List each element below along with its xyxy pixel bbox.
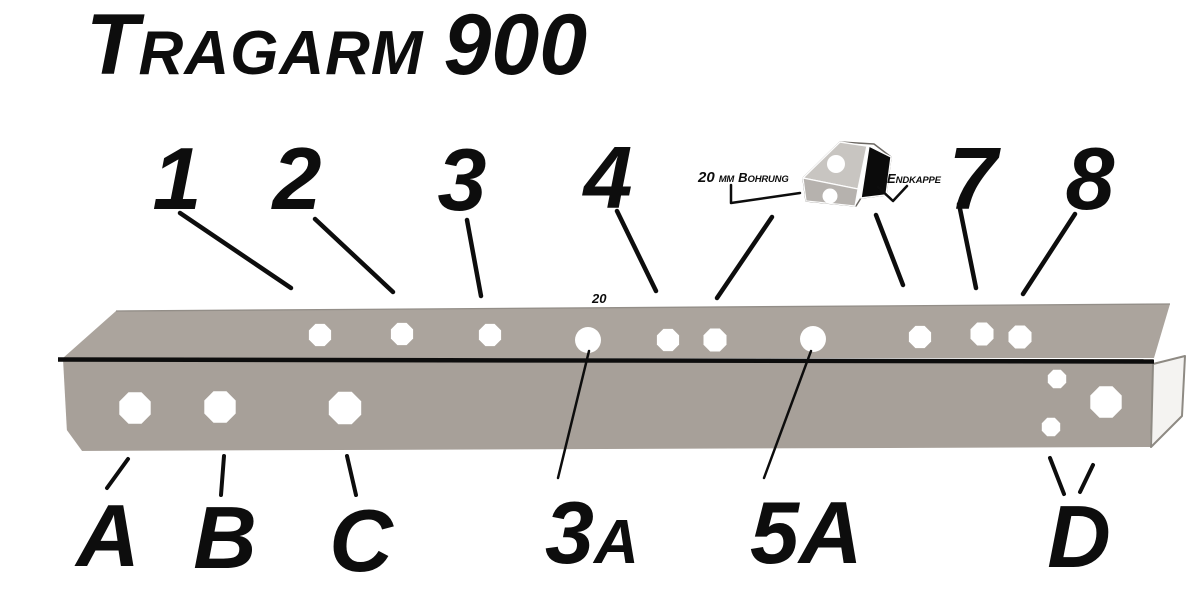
- callout-c: C: [329, 491, 394, 590]
- inset-top-hole: [827, 155, 845, 173]
- callout-5a: 5A: [750, 483, 863, 582]
- leader-line-7: [956, 201, 979, 291]
- beam-back-edge: [115, 303, 1171, 312]
- leader-line-d-right: [1078, 463, 1095, 494]
- hole-8: [1008, 325, 1032, 349]
- leader-line-4: [614, 208, 659, 294]
- leader-line-3: [464, 217, 484, 299]
- leader-lines-bottom: [105, 349, 1095, 497]
- hole-a: [119, 392, 151, 424]
- hole-d-large: [1090, 386, 1122, 418]
- endcap-pointer: [876, 184, 909, 203]
- leader-line-inset-left: [714, 214, 775, 301]
- leader-line-5a: [762, 349, 813, 480]
- beam: [57, 303, 1186, 455]
- hole-b: [204, 391, 236, 423]
- hole-5a: [800, 326, 826, 352]
- endcap-label: ENDKAPPE: [887, 171, 942, 186]
- hole-d-small-upper: [1047, 369, 1067, 389]
- leader-line-b: [219, 454, 226, 497]
- hole-2: [390, 322, 414, 346]
- leader-line-2: [312, 216, 396, 295]
- hole-d-small-lower: [1041, 417, 1061, 437]
- callout-a: A: [74, 486, 140, 585]
- bore-diameter-note: 20: [591, 291, 607, 306]
- leader-line-c: [345, 454, 358, 497]
- callout-2: 2: [271, 129, 322, 228]
- hole-c: [328, 391, 362, 425]
- callout-3a: 3A: [545, 483, 639, 582]
- hole-5: [703, 328, 727, 352]
- callout-8: 8: [1066, 129, 1115, 228]
- callout-d: D: [1047, 487, 1111, 586]
- hole-7: [970, 322, 994, 346]
- hole-1: [308, 323, 332, 347]
- endcap-inset-diagram: [729, 141, 909, 207]
- hole-4: [656, 328, 680, 352]
- beam-front-top-edge: [57, 357, 1155, 364]
- hole-6: [908, 325, 932, 349]
- leader-line-3a: [556, 349, 591, 480]
- beam-front-face: [63, 359, 1153, 451]
- callout-4: 4: [582, 128, 633, 227]
- beam-end-cap: [1150, 355, 1186, 448]
- leader-line-8: [1020, 211, 1078, 297]
- leader-line-inset-right: [873, 212, 906, 288]
- callout-7: 7: [949, 129, 1002, 228]
- leader-lines-top: [177, 201, 1078, 301]
- inset-front-hole: [822, 188, 838, 204]
- hole-3: [478, 323, 502, 347]
- leader-line-a: [105, 457, 130, 490]
- beam-top-face: [63, 304, 1170, 358]
- leader-line-d-left: [1048, 456, 1066, 496]
- callout-1: 1: [153, 129, 202, 228]
- callout-3: 3: [438, 130, 487, 229]
- leader-line-1: [177, 210, 294, 291]
- bore-bracket: [729, 183, 802, 205]
- callout-b: B: [193, 488, 257, 587]
- hole-3a: [575, 327, 601, 353]
- beam-left-corner-cut: [61, 422, 85, 455]
